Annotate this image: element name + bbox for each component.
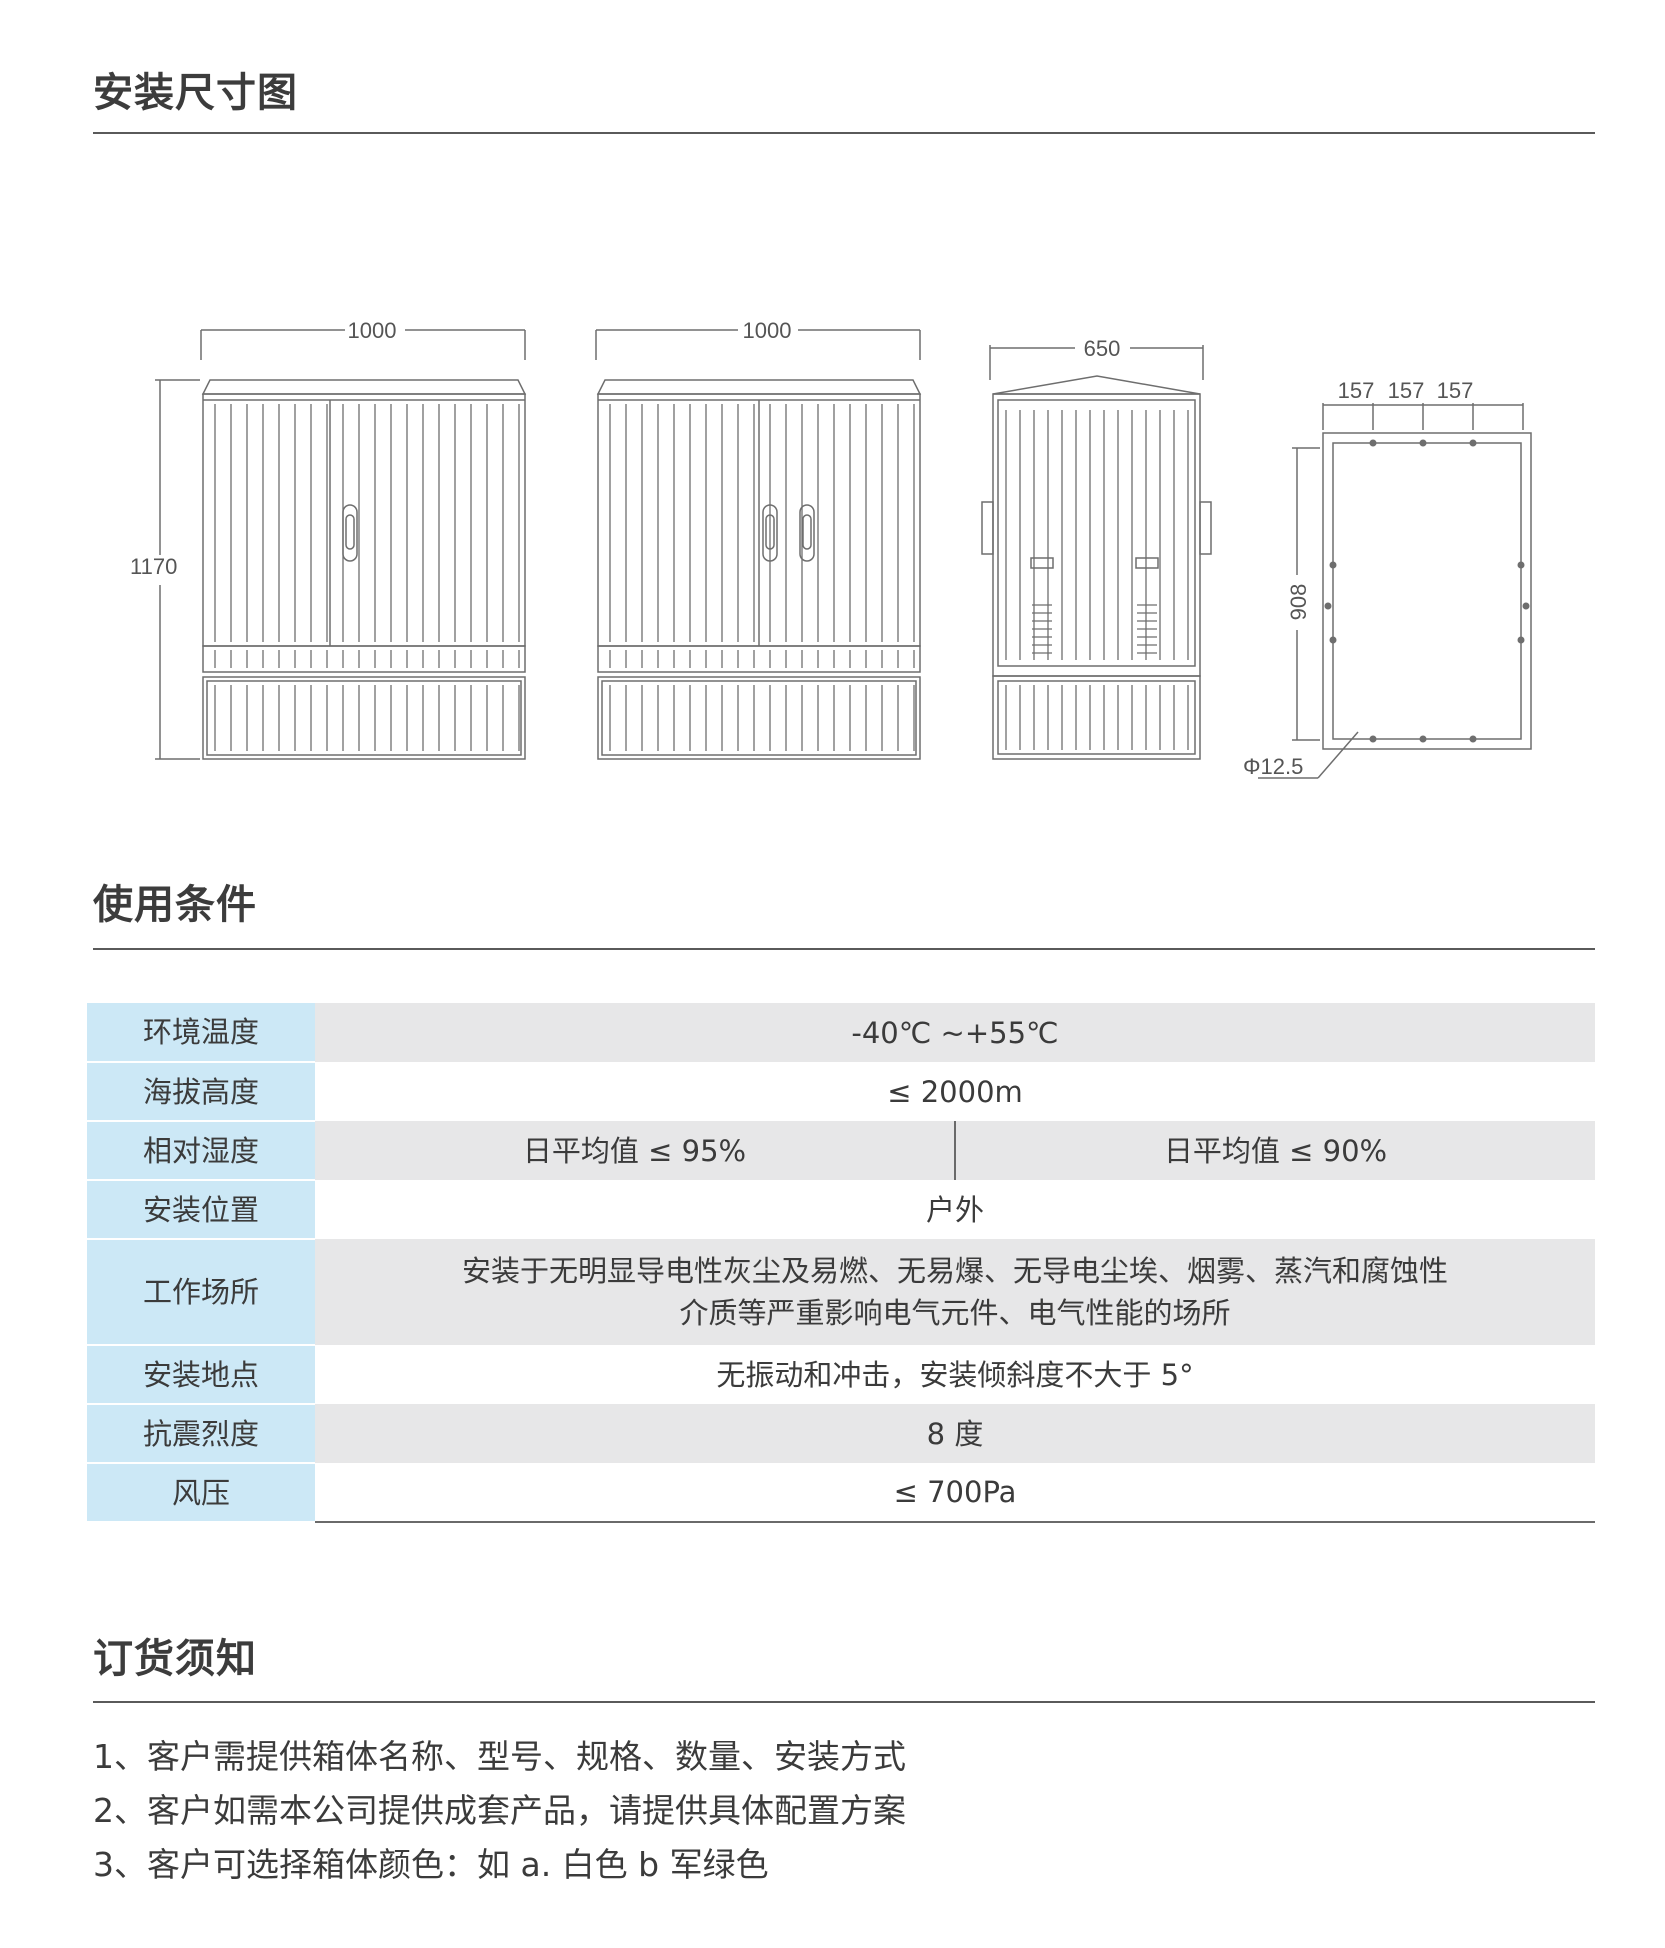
table-row: 风压 ≤ 700Pa [87,1463,1595,1523]
table-row: 相对湿度 日平均值 ≤ 95% 日平均值 ≤ 90% [87,1121,1595,1181]
condition-value: 无振动和冲击，安装倾斜度不大于 5° [315,1345,1595,1404]
dimensions-rule [93,132,1595,134]
base-plan [1258,403,1532,779]
front1-width-label: 1000 [348,318,397,343]
side-view [981,345,1212,760]
table-row: 安装地点 无振动和冲击，安装倾斜度不大于 5° [87,1345,1595,1405]
side-depth-label: 650 [1084,336,1121,361]
condition-label: 相对湿度 [87,1121,315,1181]
base-spacing-1: 157 [1338,378,1375,403]
condition-label: 环境温度 [87,1003,315,1063]
conditions-rule [93,948,1595,950]
front-view-single-door [155,329,527,760]
list-item: 3、客户可选择箱体颜色：如 a. 白色 b 军绿色 [93,1845,769,1884]
table-row: 工作场所 安装于无明显导电性灰尘及易燃、无易爆、无导电尘埃、烟雾、蒸汽和腐蚀性 … [87,1239,1595,1346]
condition-value: 户外 [315,1180,1595,1239]
condition-value-right: 日平均值 ≤ 90% [955,1121,1595,1180]
conditions-table: 环境温度 -40℃ ~+55℃ 海拔高度 ≤ 2000m 相对湿度 日平均值 ≤… [87,1003,1595,1523]
condition-value-line2: 介质等严重影响电气元件、电气性能的场所 [679,1296,1231,1330]
condition-label: 安装位置 [87,1180,315,1240]
condition-label: 风压 [87,1463,315,1523]
condition-value: -40℃ ~+55℃ [315,1003,1595,1062]
list-item: 2、客户如需本公司提供成套产品，请提供具体配置方案 [93,1791,906,1830]
front-view-double-door [595,329,922,760]
table-row: 环境温度 -40℃ ~+55℃ [87,1003,1595,1063]
condition-value: ≤ 700Pa [315,1463,1595,1523]
ordering-title: 订货须知 [93,1636,257,1682]
condition-value: 安装于无明显导电性灰尘及易燃、无易爆、无导电尘埃、烟雾、蒸汽和腐蚀性 介质等严重… [315,1239,1595,1345]
condition-label: 抗震烈度 [87,1404,315,1464]
list-item: 1、客户需提供箱体名称、型号、规格、数量、安装方式 [93,1737,906,1776]
base-spacing-3: 157 [1437,378,1474,403]
condition-label: 工作场所 [87,1239,315,1346]
table-row: 安装位置 户外 [87,1180,1595,1240]
base-spacing-2: 157 [1388,378,1425,403]
table-row: 抗震烈度 8 度 [87,1404,1595,1464]
condition-value: 8 度 [315,1404,1595,1463]
condition-label: 海拔高度 [87,1062,315,1122]
dimension-drawings: 1000 1000 650 1170 157 157 157 908 Φ12.5 [130,318,1532,779]
front2-width-label: 1000 [743,318,792,343]
condition-value-left: 日平均值 ≤ 95% [315,1121,956,1180]
condition-value: ≤ 2000m [315,1062,1595,1121]
height-label: 1170 [130,554,177,579]
conditions-title: 使用条件 [93,882,257,928]
hole-diameter-label: Φ12.5 [1243,754,1303,779]
table-row: 海拔高度 ≤ 2000m [87,1062,1595,1122]
base-depth-label: 908 [1286,584,1311,621]
dimensions-title: 安装尺寸图 [93,70,298,116]
ordering-notes: 1、客户需提供箱体名称、型号、规格、数量、安装方式 2、客户如需本公司提供成套产… [93,1730,906,1892]
ordering-rule [93,1701,1595,1703]
condition-value-line1: 安装于无明显导电性灰尘及易燃、无易爆、无导电尘埃、烟雾、蒸汽和腐蚀性 [461,1254,1448,1288]
condition-label: 安装地点 [87,1345,315,1405]
